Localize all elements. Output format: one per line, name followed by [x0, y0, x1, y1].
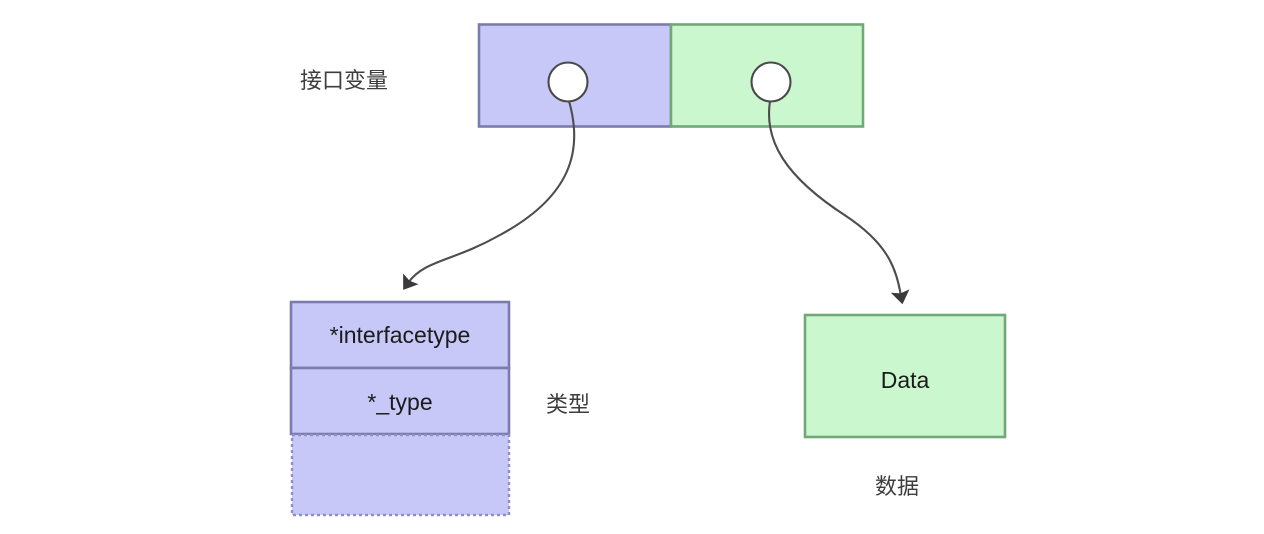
data-port-circle[interactable]: [750, 61, 792, 103]
data-label: 数据: [875, 475, 919, 500]
type-struct-row-interfacetype-label: *interfacetype: [330, 322, 471, 348]
type-label: 类型: [546, 393, 590, 418]
type-struct-box: *interfacetype *_type: [289, 300, 511, 517]
data-pointer-arrow: [768, 100, 910, 305]
interface-variable-box: [477, 23, 865, 128]
data-box-rect[interactable]: [803, 313, 1007, 439]
data-box-label: Data: [881, 367, 930, 393]
type-struct-row-_type-label: *_type: [367, 389, 432, 415]
data-box: Data: [803, 313, 1007, 439]
type-pointer-arrow: [403, 100, 576, 290]
type-struct-row-placeholder[interactable]: [290, 433, 511, 517]
type-struct-row-_type[interactable]: [289, 366, 511, 436]
type-port-circle[interactable]: [547, 61, 589, 103]
interface-variable-label: 接口变量: [300, 69, 388, 94]
